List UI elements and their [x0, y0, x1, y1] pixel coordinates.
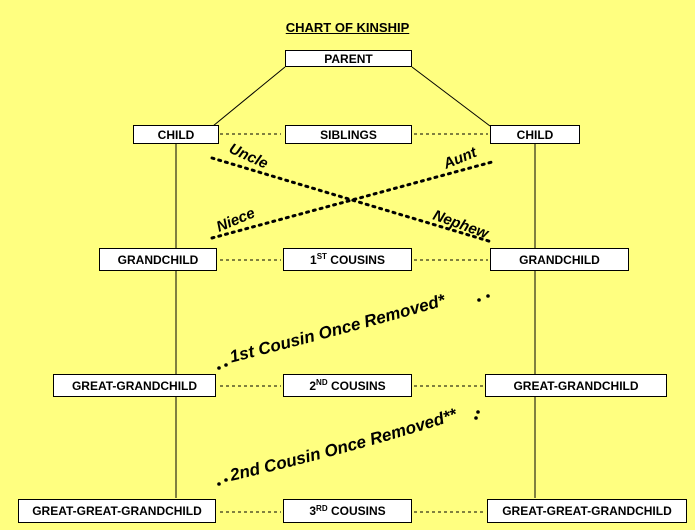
line-parent-child-left	[212, 66, 286, 127]
second-cousins-number: 2	[309, 378, 317, 393]
first-cousins-suffix: ST	[316, 252, 327, 261]
third-cousins-suffix: RD	[316, 503, 328, 513]
dotted-uncle-nephew	[210, 156, 494, 244]
node-child-right: CHILD	[490, 125, 580, 144]
node-parent: PARENT	[285, 50, 412, 67]
second-cousins-text: COUSINS	[330, 378, 386, 393]
node-grandchild-right: GRANDCHILD	[490, 248, 629, 271]
label-niece: Niece	[214, 205, 258, 236]
label-first-cousin-once-removed: 1st Cousin Once Removed*	[228, 290, 449, 366]
node-great-grandchild-left: GREAT-GRANDCHILD	[53, 374, 216, 397]
third-cousins-number: 3	[309, 504, 317, 518]
node-great-great-grandchild-left: GREAT-GREAT-GRANDCHILD	[18, 499, 216, 523]
node-great-grandchild-right: GREAT-GRANDCHILD	[485, 374, 667, 397]
second-cousins-suffix: ND	[316, 378, 328, 387]
label-aunt: Aunt	[440, 144, 480, 174]
node-grandchild-left: GRANDCHILD	[99, 248, 217, 271]
label-nephew: Nephew	[431, 207, 492, 243]
node-great-great-grandchild-right: GREAT-GREAT-GRANDCHILD	[487, 499, 687, 523]
line-parent-child-right	[411, 66, 491, 127]
label-second-cousin-once-removed: 2nd Cousin Once Removed**	[227, 404, 460, 485]
node-siblings: SIBLINGS	[285, 125, 412, 144]
dotted-niece-aunt	[210, 160, 494, 240]
node-child-left: CHILD	[133, 125, 219, 144]
first-cousins-text: COUSINS	[330, 252, 385, 267]
third-cousins-text: COUSINS	[330, 504, 386, 518]
page-title: CHART OF KINSHIP	[285, 20, 410, 35]
first-cousins-number: 1	[310, 252, 317, 267]
